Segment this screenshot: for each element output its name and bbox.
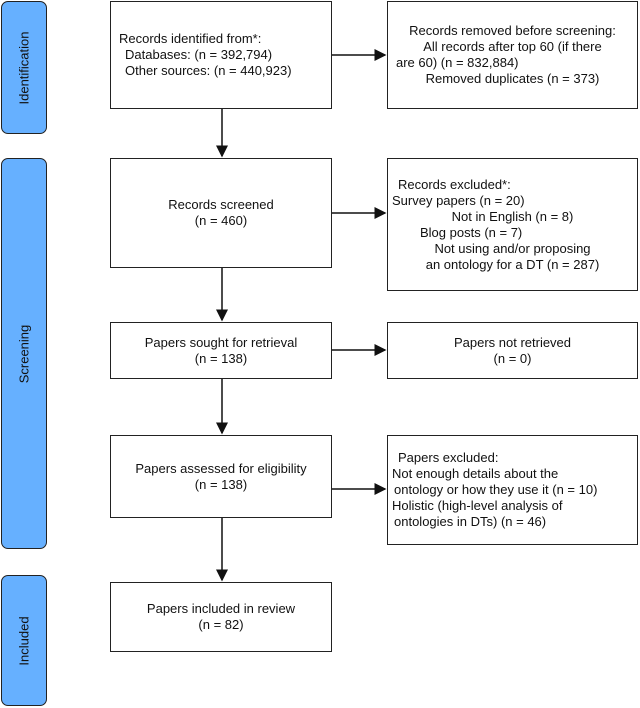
text: Not enough details about the bbox=[392, 466, 559, 481]
text: (n = 82) bbox=[198, 617, 244, 632]
papers-assessed-box: Papers assessed for eligibility (n = 138… bbox=[110, 435, 332, 518]
text: Other sources: (n = 440,923) bbox=[125, 63, 292, 78]
text: Papers excluded: bbox=[398, 450, 499, 465]
text: Records removed before screening: bbox=[409, 23, 616, 38]
text: are 60) (n = 832,884) bbox=[396, 55, 519, 70]
text: Not using and/or proposing bbox=[434, 240, 591, 256]
records-removed-box: Records removed before screening: All re… bbox=[387, 1, 638, 109]
records-screened-box: Records screened (n = 460) bbox=[110, 158, 332, 268]
text: Papers sought for retrieval bbox=[144, 334, 298, 350]
text: Papers included in review bbox=[146, 601, 296, 616]
text: (n = 138) bbox=[194, 350, 248, 366]
phase-screening: Screening bbox=[1, 158, 47, 549]
phase-identification: Identification bbox=[1, 1, 47, 134]
text: Records identified from*: bbox=[119, 31, 262, 46]
text: Records screened bbox=[168, 197, 274, 212]
papers-excluded-box: Papers excluded: Not enough details abou… bbox=[387, 435, 638, 545]
text: Removed duplicates (n = 373) bbox=[425, 71, 600, 86]
text: (n = 460) bbox=[194, 213, 248, 228]
text: Databases: (n = 392,794) bbox=[125, 47, 273, 62]
text: Blog posts (n = 7) bbox=[420, 224, 523, 240]
text: Records excluded*: bbox=[398, 176, 511, 192]
text: Papers not retrieved bbox=[453, 334, 572, 350]
papers-included-box: Papers included in review (n = 82) bbox=[110, 582, 332, 652]
records-excluded-box: Records excluded*: Survey papers (n = 20… bbox=[387, 158, 638, 291]
text: ontologies in DTs) (n = 46) bbox=[394, 514, 547, 529]
text: Not in English (n = 8) bbox=[451, 208, 574, 224]
papers-not-retrieved-box: Papers not retrieved (n = 0) bbox=[387, 322, 638, 379]
text: Papers assessed for eligibility bbox=[135, 460, 307, 476]
text: an ontology for a DT (n = 287) bbox=[425, 256, 600, 272]
text: ontology or how they use it (n = 10) bbox=[394, 482, 598, 497]
phase-included: Included bbox=[1, 575, 47, 706]
text: Survey papers (n = 20) bbox=[392, 192, 525, 208]
text: Holistic (high-level analysis of bbox=[392, 498, 563, 513]
text: (n = 138) bbox=[194, 476, 248, 492]
text: All records after top 60 (if there bbox=[423, 39, 602, 54]
text: (n = 0) bbox=[493, 350, 532, 366]
papers-sought-box: Papers sought for retrieval (n = 138) bbox=[110, 322, 332, 379]
records-identified-box: Records identified from*: Databases: (n … bbox=[110, 1, 332, 109]
